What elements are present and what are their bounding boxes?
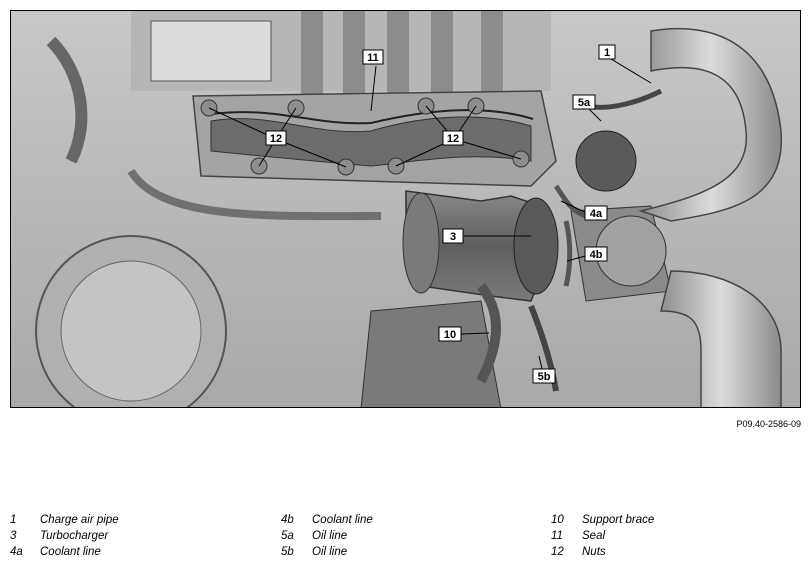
- engine-illustration: 1 5a 11 12 12 3 4a 4b 10 5b: [10, 10, 801, 408]
- svg-text:1: 1: [604, 47, 610, 59]
- intake-runners: [301, 11, 503, 96]
- legend-label: Coolant line: [312, 514, 373, 526]
- svg-text:4b: 4b: [590, 249, 603, 261]
- legend-num: 1: [10, 514, 17, 526]
- callout-5a: 5a: [572, 94, 596, 110]
- hose-left: [46, 36, 88, 164]
- svg-text:5b: 5b: [538, 371, 551, 383]
- svg-text:12: 12: [447, 133, 459, 145]
- callout-4b: 4b: [584, 246, 608, 262]
- coolant-pipe: [127, 168, 382, 221]
- seal: [210, 109, 534, 125]
- legend-num: 11: [551, 530, 563, 542]
- legend-label: Support brace: [582, 514, 655, 526]
- legend-num: 5b: [281, 546, 294, 558]
- legend-label: Nuts: [582, 546, 606, 558]
- svg-text:12: 12: [270, 133, 282, 145]
- svg-text:4a: 4a: [590, 208, 603, 220]
- wastegate-actuator: [575, 130, 637, 192]
- legend-num: 3: [10, 530, 17, 542]
- support-brace: [476, 282, 501, 384]
- engine-drawing: 1 5a 11 12 12 3 4a 4b 10 5b: [11, 11, 800, 407]
- charge-air-pipe: [638, 27, 782, 222]
- svg-text:3: 3: [450, 231, 456, 243]
- svg-text:10: 10: [444, 329, 456, 341]
- legend: 1 Charge air pipe 3 Turbocharger 4a Coolant…: [0, 514, 811, 564]
- callout-12-left: 12: [265, 130, 287, 146]
- legend-num: 10: [551, 514, 564, 526]
- callout-5b: 5b: [532, 368, 556, 384]
- coolant-line-4b: [563, 220, 573, 287]
- callout-10: 10: [438, 326, 462, 342]
- legend-label: Charge air pipe: [40, 514, 119, 526]
- svg-text:11: 11: [367, 52, 379, 64]
- legend-num: 5a: [281, 530, 294, 542]
- callout-1: 1: [598, 44, 616, 60]
- figure-id: P09.40-2586-09: [736, 419, 801, 429]
- callouts: 1 5a 11 12 12 3 4a 4b 10 5b: [265, 44, 616, 384]
- oil-pan: [360, 300, 502, 407]
- manifold-channel: [210, 116, 532, 167]
- leader-lines: [208, 58, 652, 378]
- turbine-inlet: [402, 192, 440, 294]
- callout-12-right: 12: [442, 130, 464, 146]
- legend-label: Coolant line: [40, 546, 101, 558]
- legend-num: 12: [551, 546, 564, 558]
- legend-label: Oil line: [312, 546, 348, 558]
- svg-text:5a: 5a: [578, 97, 591, 109]
- legend-num: 4b: [281, 514, 294, 526]
- callout-11: 11: [362, 49, 384, 65]
- sensor-module: [150, 20, 272, 82]
- legend-label: Turbocharger: [40, 530, 109, 542]
- legend-label: Oil line: [312, 530, 348, 542]
- lower-air-pipe: [660, 270, 782, 407]
- callout-3: 3: [442, 228, 464, 244]
- legend-num: 4a: [10, 546, 23, 558]
- callout-4a: 4a: [584, 205, 608, 221]
- legend-label: Seal: [582, 530, 606, 542]
- turbine-outlet: [513, 197, 559, 295]
